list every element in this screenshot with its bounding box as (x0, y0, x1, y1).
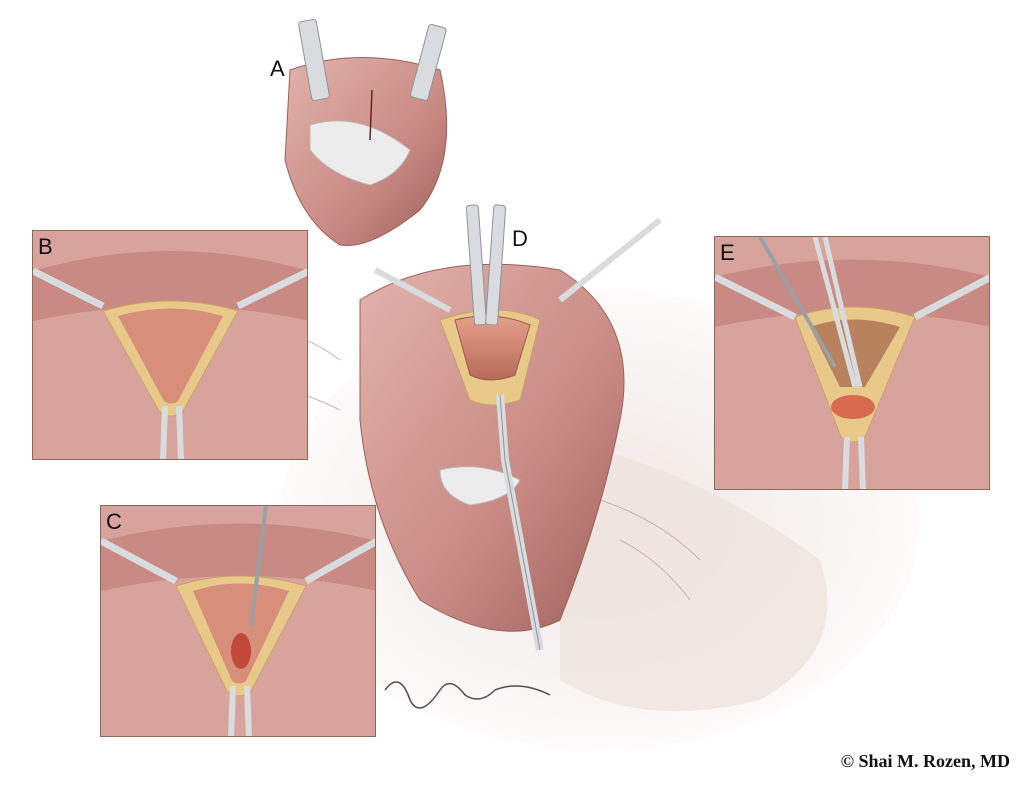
panel-b-label: B (38, 234, 53, 259)
panel-c-label: C (106, 509, 122, 534)
panel-a-lip (284, 19, 448, 247)
panel-c-frame (100, 505, 376, 737)
chin-skin (560, 440, 828, 712)
panel-b-frame (32, 230, 308, 460)
panel-d-label: D (512, 226, 528, 251)
panel-e-svg (715, 237, 989, 489)
artist-signature (384, 681, 551, 709)
panel-b-svg (33, 231, 307, 459)
panel-c-svg (101, 506, 375, 736)
panel-a-label: A (270, 56, 285, 81)
copyright-credit: © Shai M. Rozen, MD (840, 751, 1010, 771)
panel-d-scene (359, 204, 662, 651)
panel-e-frame (714, 236, 990, 490)
panel-e-label: E (720, 240, 735, 265)
